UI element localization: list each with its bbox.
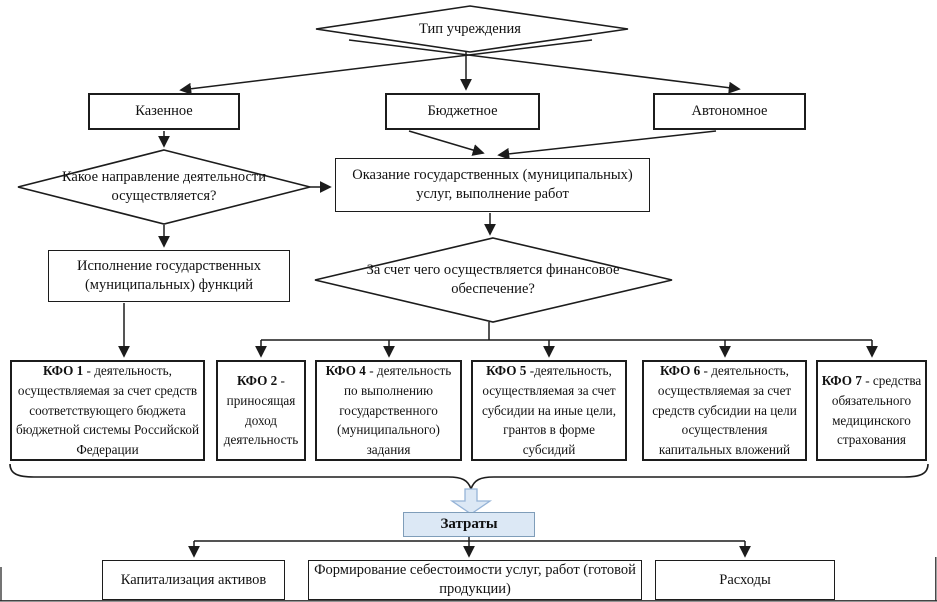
financing-source-diamond bbox=[314, 237, 673, 323]
budget-institution-box: Бюджетное bbox=[385, 93, 540, 130]
down-block-arrow-icon bbox=[449, 488, 493, 515]
kfo2-box: КФО 2 - приносящая доход деятельность bbox=[216, 360, 306, 461]
kfo1-box: КФО 1 - деятельность, осуществляемая за … bbox=[10, 360, 205, 461]
activity-direction-label: Какое направление деятельности осуществл… bbox=[61, 169, 267, 204]
financing-source-label: За счет чего осуществляется финансовое о… bbox=[366, 262, 620, 297]
page-frame bbox=[0, 557, 937, 602]
kfo6-box: КФО 6 - деятельность, осуществляемая за … bbox=[642, 360, 807, 461]
services-provision-box: Оказание государственных (муниципальных)… bbox=[335, 158, 650, 212]
kfo5-box: КФО 5 -деятельность, осуществляемая за с… bbox=[471, 360, 627, 461]
activity-direction-diamond bbox=[17, 149, 311, 225]
kfo6-text: КФО 6 - деятельность, осуществляемая за … bbox=[652, 363, 797, 458]
kfo4-text: КФО 4 - деятельность по выполнению госуд… bbox=[325, 363, 452, 458]
institution-type-label: Тип учреждения bbox=[419, 20, 521, 37]
institution-type-diamond bbox=[315, 5, 629, 53]
kfo5-text: КФО 5 -деятельность, осуществляемая за с… bbox=[481, 363, 617, 458]
functions-execution-box: Исполнение государственных (муниципальны… bbox=[48, 250, 290, 302]
kfo4-box: КФО 4 - деятельность по выполнению госуд… bbox=[315, 360, 462, 461]
costs-box: Затраты bbox=[403, 512, 535, 537]
autonomous-institution-box: Автономное bbox=[653, 93, 806, 130]
expenses-box: Расходы bbox=[655, 560, 835, 600]
group-brace bbox=[9, 463, 929, 492]
kfo1-text: КФО 1 - деятельность, осуществляемая за … bbox=[15, 363, 200, 458]
decision-diamonds bbox=[17, 5, 673, 323]
state-institution-box: Казенное bbox=[88, 93, 240, 130]
kfo7-box: КФО 7 - средства обязательного медицинск… bbox=[816, 360, 927, 461]
asset-capitalization-box: Капитализация активов bbox=[102, 560, 285, 600]
kfo7-text: КФО 7 - средства обязательного медицинск… bbox=[821, 372, 922, 448]
kfo2-text: КФО 2 - приносящая доход деятельность bbox=[223, 372, 299, 448]
arrow-connectors bbox=[118, 39, 878, 558]
cost-formation-box: Формирование себестоимости услуг, работ … bbox=[308, 560, 642, 600]
